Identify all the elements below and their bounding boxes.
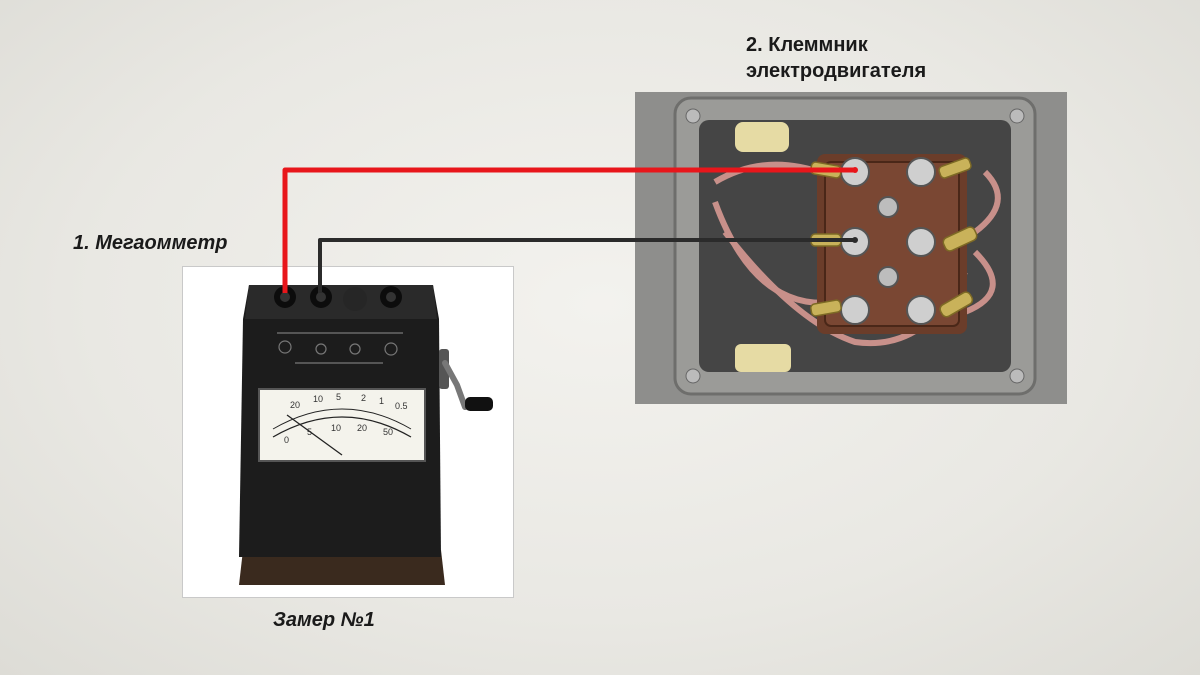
terminal-box-label: 2. Клеммник электродвигателя — [746, 32, 926, 84]
scale-top-3: 5 — [336, 392, 341, 402]
motor-terminal-box-photo — [635, 92, 1067, 404]
meter-needle — [286, 414, 343, 456]
scale-top-5: 1 — [379, 396, 384, 406]
scale-bottom-1: 0 — [284, 435, 289, 445]
megohmmeter-photo: 20 10 5 2 1 0.5 0 5 10 20 50 — [182, 266, 514, 598]
scale-bottom-4: 20 — [357, 423, 367, 433]
scale-top-6: 0.5 — [395, 401, 408, 411]
scale-bottom-5: 50 — [383, 427, 393, 437]
meter-crank — [439, 349, 493, 411]
megohmmeter-label: 1. Мегаомметр — [73, 232, 228, 254]
scale-top-2: 10 — [313, 394, 323, 404]
scale-top-1: 20 — [290, 400, 300, 410]
terminal-label-line2: электродвигателя — [746, 60, 927, 82]
meter-base — [239, 550, 445, 585]
terminal-box-illustration — [635, 92, 1067, 404]
megohmmeter-illustration: 20 10 5 2 1 0.5 0 5 10 20 50 — [239, 285, 493, 585]
terminal-label-line1: 2. Клеммник — [746, 34, 868, 56]
scale-top-4: 2 — [361, 393, 366, 403]
meter-panel-markings — [277, 332, 403, 364]
scale-bottom-3: 10 — [331, 423, 341, 433]
measurement-caption: Замер №1 — [273, 609, 375, 631]
meter-scale — [258, 388, 426, 462]
